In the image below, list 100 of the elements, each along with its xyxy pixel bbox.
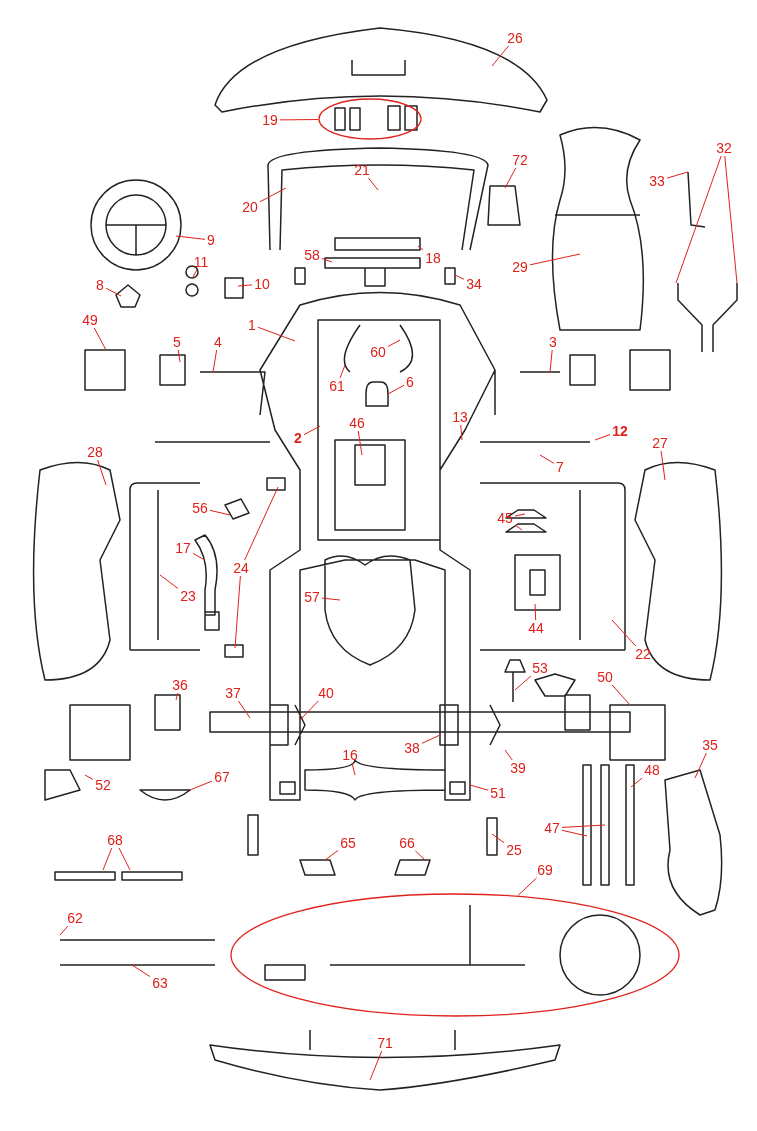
leader-line xyxy=(611,684,631,706)
leader-line xyxy=(357,430,363,456)
callout-number: 28 xyxy=(87,444,103,460)
leader-line xyxy=(97,459,107,486)
leader-line xyxy=(421,734,441,744)
leader-line xyxy=(339,364,346,379)
leader-line xyxy=(177,349,181,363)
callout-number: 45 xyxy=(497,510,513,526)
callout-number: 67 xyxy=(214,769,230,785)
leader-line xyxy=(159,574,179,589)
callout-number: 9 xyxy=(207,232,215,248)
callout-number: 13 xyxy=(452,409,468,425)
leader-line xyxy=(321,597,341,601)
callout-number: 25 xyxy=(506,842,522,858)
leader-line xyxy=(209,509,231,516)
leader-line xyxy=(105,287,122,297)
grouping-ellipse xyxy=(318,98,422,140)
leader-line xyxy=(454,274,465,280)
callout-number: 3 xyxy=(549,334,557,350)
callout-number: 72 xyxy=(512,152,528,168)
leader-line xyxy=(660,450,666,481)
callout-number: 7 xyxy=(556,459,564,475)
leader-line xyxy=(131,964,151,978)
leader-line xyxy=(324,849,339,861)
callout-number: 57 xyxy=(304,589,320,605)
callout-number: 27 xyxy=(652,435,668,451)
callout-number: 39 xyxy=(510,760,526,776)
callout-number: 37 xyxy=(225,685,241,701)
callout-number: 49 xyxy=(82,312,98,328)
leader-line xyxy=(514,524,523,531)
leader-line xyxy=(504,749,513,761)
leader-line xyxy=(460,424,463,441)
callout-number: 2 xyxy=(294,430,302,446)
leader-line xyxy=(279,119,319,121)
callout-number: 65 xyxy=(340,835,356,851)
leader-line xyxy=(237,284,253,287)
callout-number: 11 xyxy=(193,254,209,270)
callout-number: 50 xyxy=(597,669,613,685)
leader-line xyxy=(321,258,333,263)
callout-number: 52 xyxy=(95,777,111,793)
leader-line xyxy=(594,434,611,441)
callout-number: 1 xyxy=(248,317,256,333)
leader-line xyxy=(192,552,206,561)
leader-line xyxy=(175,235,206,240)
callout-number: 36 xyxy=(172,677,188,693)
callout-number: 33 xyxy=(649,173,665,189)
grouping-ellipse xyxy=(230,893,680,1017)
leader-line xyxy=(299,700,319,721)
leader-line xyxy=(84,774,94,780)
callout-number: 46 xyxy=(349,415,365,431)
leader-line xyxy=(491,833,505,844)
callout-number: 8 xyxy=(96,277,104,293)
leader-line xyxy=(539,454,555,464)
callout-number: 6 xyxy=(406,374,414,390)
leader-line xyxy=(367,177,379,191)
leader-line xyxy=(561,829,588,837)
callout-number: 10 xyxy=(254,276,270,292)
callout-number: 71 xyxy=(377,1035,393,1051)
callout-number: 20 xyxy=(242,199,258,215)
callout-number: 35 xyxy=(702,737,718,753)
callout-number: 38 xyxy=(404,740,420,756)
leader-line xyxy=(387,339,401,348)
callout-number: 68 xyxy=(107,832,123,848)
leader-line xyxy=(387,384,405,395)
leader-line xyxy=(724,155,738,284)
callout-number: 26 xyxy=(507,30,523,46)
leader-line xyxy=(561,824,606,828)
callout-number: 18 xyxy=(425,250,441,266)
leader-line xyxy=(351,762,356,776)
leader-line xyxy=(244,486,279,561)
callout-number: 40 xyxy=(318,685,334,701)
leader-line xyxy=(118,847,131,871)
leader-line xyxy=(175,692,179,701)
leader-line xyxy=(414,850,426,861)
callout-number: 62 xyxy=(67,910,83,926)
leader-line xyxy=(469,784,489,791)
leader-line xyxy=(237,700,251,719)
leader-line xyxy=(212,349,218,373)
leader-line xyxy=(303,425,321,436)
callout-number: 4 xyxy=(214,334,222,350)
leader-line xyxy=(369,1050,383,1081)
callout-number: 17 xyxy=(175,540,191,556)
callout-number: 60 xyxy=(370,344,386,360)
leader-line xyxy=(517,877,538,896)
leader-line xyxy=(675,155,722,284)
callout-number: 23 xyxy=(180,588,196,604)
callout-number: 69 xyxy=(537,862,553,878)
callout-number: 48 xyxy=(644,762,660,778)
leader-line xyxy=(611,619,637,647)
callout-number: 66 xyxy=(399,835,415,851)
leader-line xyxy=(93,327,107,351)
leader-line xyxy=(102,847,113,871)
callout-number: 19 xyxy=(262,112,278,128)
callout-number: 16 xyxy=(342,747,358,763)
leader-line xyxy=(534,603,537,621)
leader-line xyxy=(630,777,643,788)
leader-line xyxy=(504,167,517,189)
callout-number: 24 xyxy=(233,560,249,576)
leader-line xyxy=(189,780,213,791)
leader-line xyxy=(529,253,581,266)
